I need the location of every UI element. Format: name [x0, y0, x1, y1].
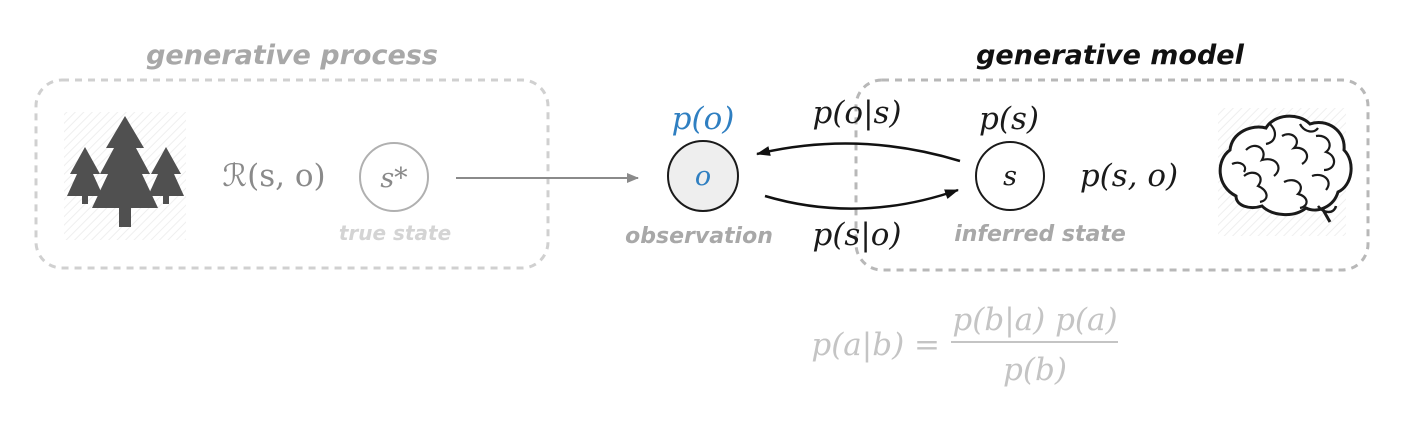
likelihood-label: p(o|s) [812, 95, 901, 131]
state-prior: p(s) [979, 101, 1039, 137]
posterior-label: p(s|o) [812, 217, 901, 253]
inferred-state-symbol: s [1003, 161, 1017, 192]
tree-icon [64, 112, 186, 240]
brain-icon [1218, 108, 1353, 236]
bayes-numerator: p(b|a) p(a) [952, 302, 1117, 338]
bayes-lhs: p(a|b) = [811, 327, 940, 363]
generative-model-title: generative model [976, 40, 1245, 71]
joint-distribution: p(s, o) [1080, 158, 1178, 194]
inferred-state-label: inferred state [954, 222, 1126, 247]
bayes-rule: p(a|b) = p(b|a) p(a) p(b) [811, 302, 1118, 388]
generative-model-box [854, 78, 1370, 272]
bayes-denominator: p(b) [1003, 352, 1067, 388]
observation-label: observation [625, 224, 773, 249]
true-state-symbol: s* [380, 163, 408, 194]
observation-node [667, 140, 739, 212]
posterior-arrow [764, 188, 959, 210]
observation-symbol: o [695, 161, 711, 192]
reality-relation: ℛ(s, o) [222, 158, 325, 194]
true-state-node [359, 142, 429, 212]
true-state-label: true state [339, 221, 451, 245]
generative-process-title: generative process [146, 40, 438, 71]
inferred-state-node [975, 141, 1045, 211]
likelihood-arrow [756, 142, 961, 163]
observation-prior: p(o) [672, 101, 735, 137]
